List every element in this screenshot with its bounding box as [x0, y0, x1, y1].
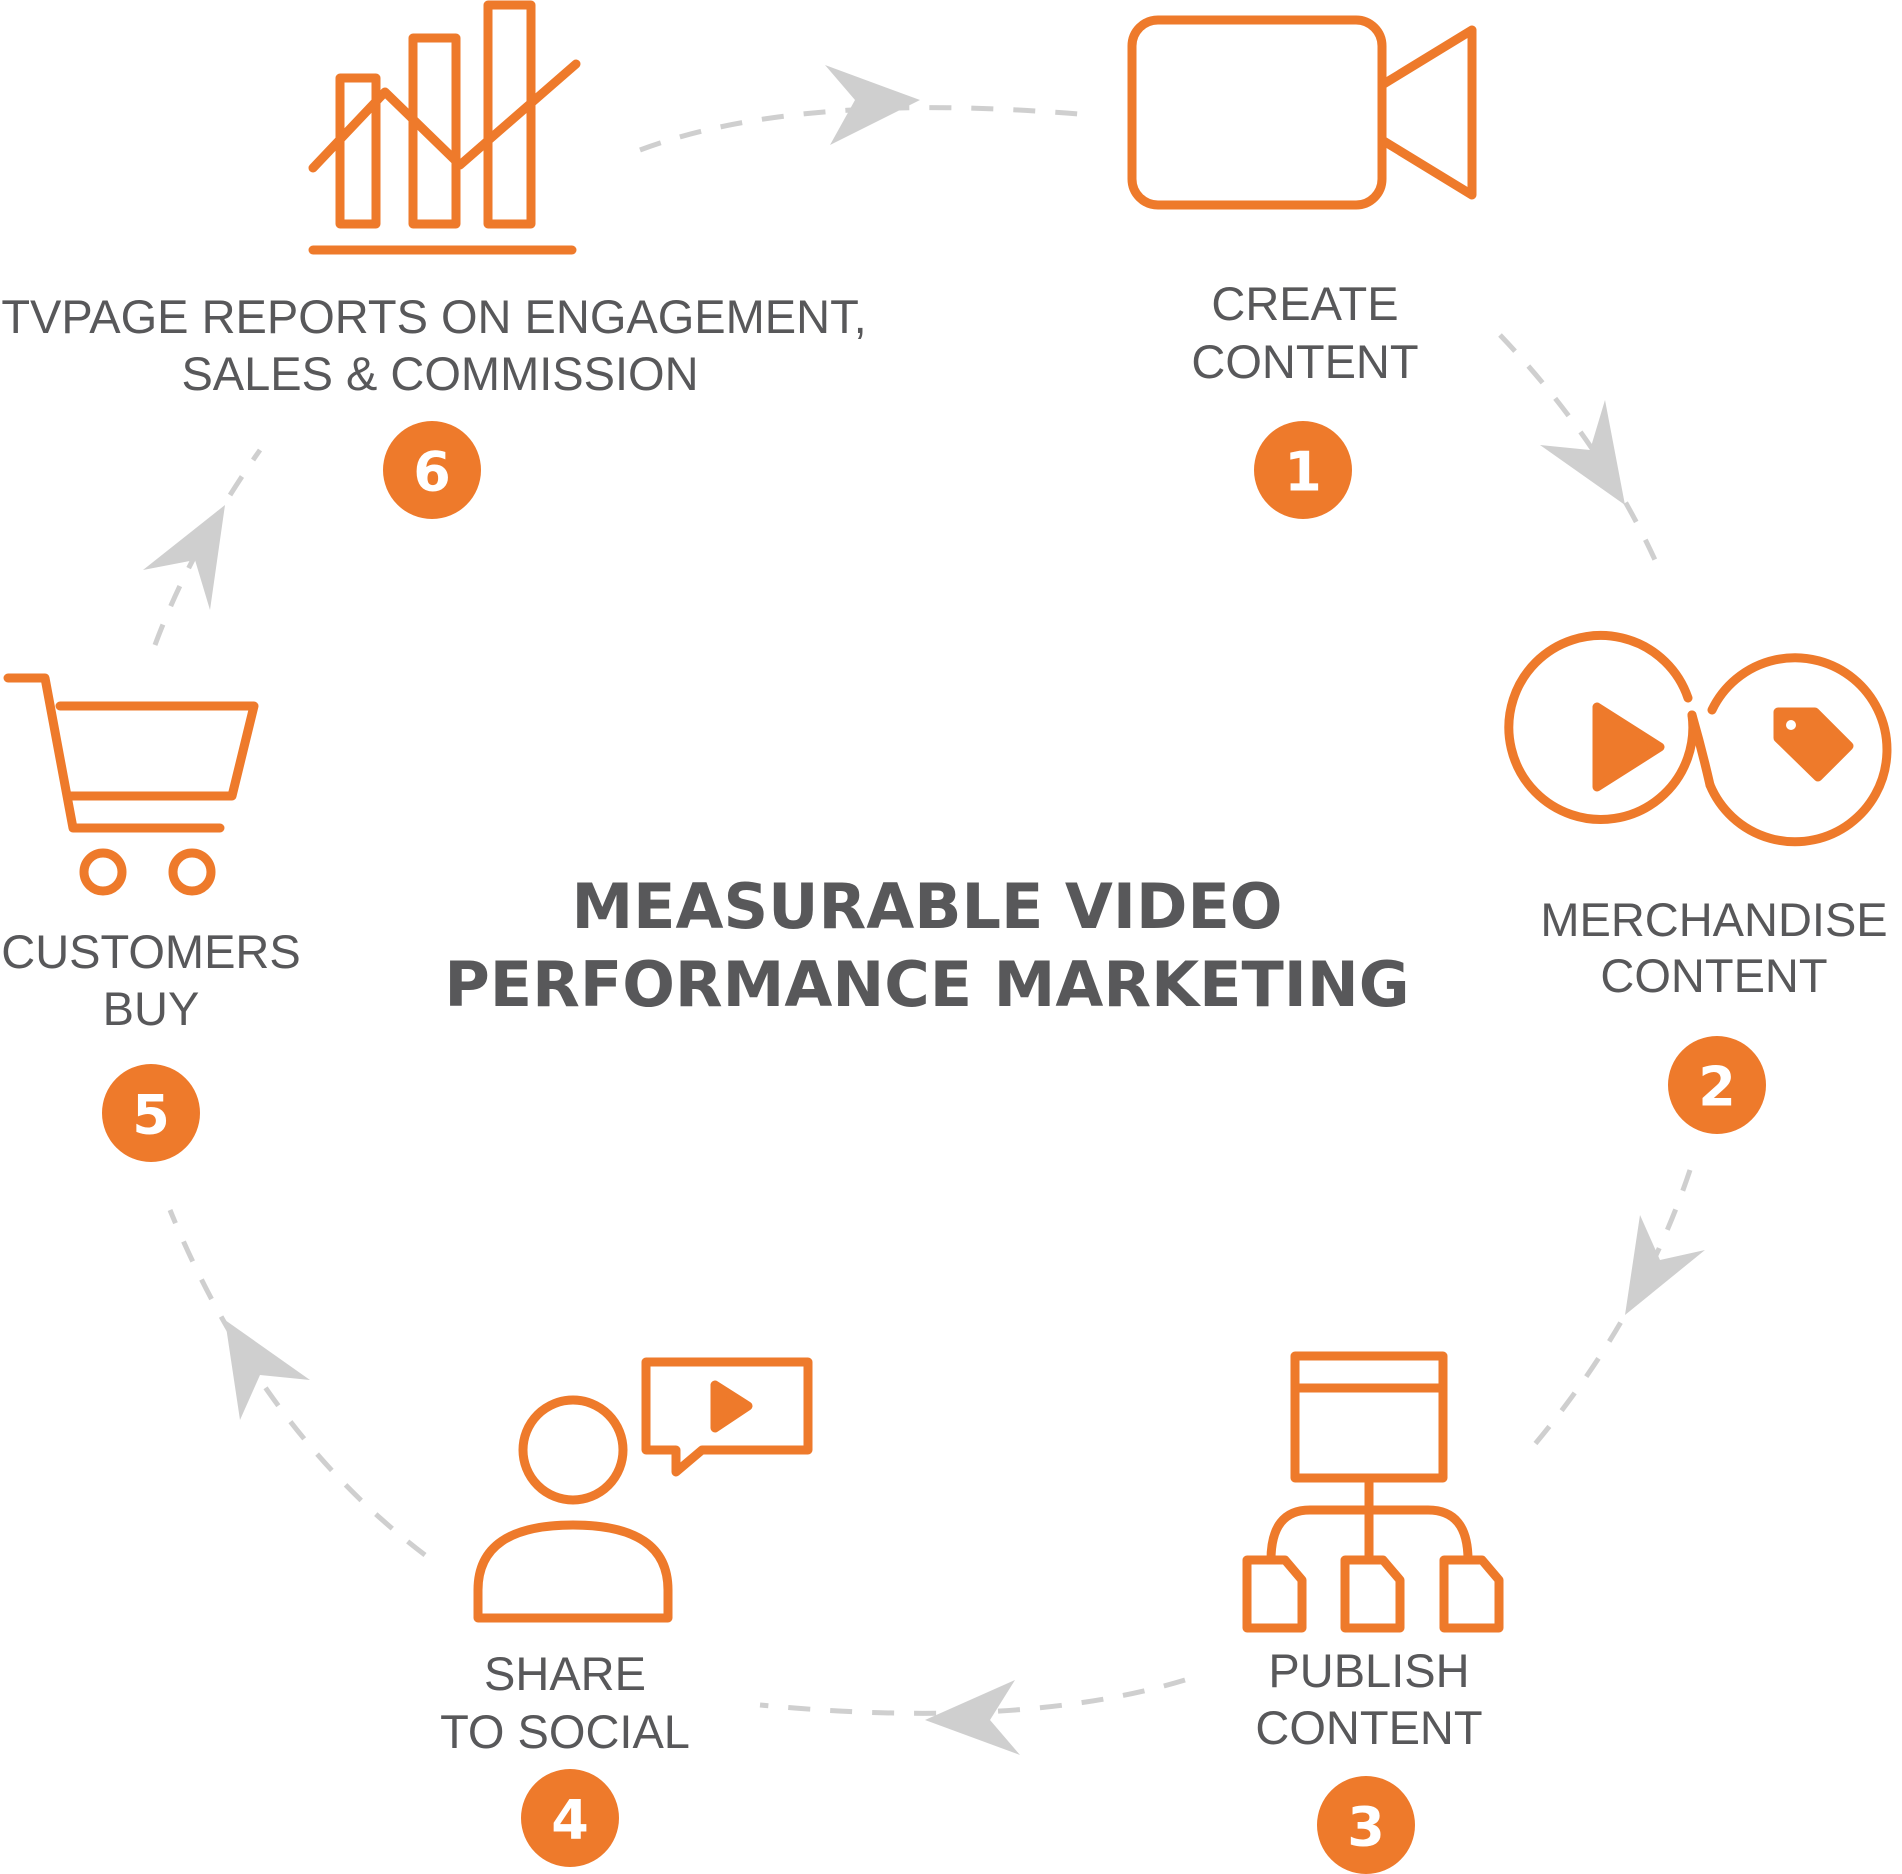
- connector-1-to-2: [1498, 333, 1658, 562]
- user-chat-icon: [473, 1357, 813, 1623]
- step-5-label-line-1: CUSTOMERS: [1, 925, 300, 978]
- bar-chart-icon: [308, 0, 581, 255]
- connector-3-to-4: [759, 1677, 1186, 1755]
- step-4-badge: [521, 1769, 619, 1867]
- step-2-number: 2: [1698, 1056, 1736, 1119]
- video-camera-icon: [1127, 15, 1477, 210]
- step-3-number: 3: [1347, 1796, 1385, 1859]
- title-line-1: MEASURABLE VIDEO: [571, 870, 1282, 943]
- step-5-number: 5: [132, 1084, 170, 1147]
- step-3-label-line-1: PUBLISH: [1268, 1644, 1469, 1697]
- step-3: PUBLISH CONTENT 3: [1255, 1644, 1483, 1874]
- step-3-label-line-2: CONTENT: [1255, 1701, 1482, 1754]
- step-1-label-line-2: CONTENT: [1191, 335, 1418, 388]
- step-5: CUSTOMERS BUY 5: [1, 925, 301, 1162]
- step-6-label-line-2: SALES & COMMISSION: [181, 347, 698, 400]
- step-5-badge: [102, 1064, 200, 1162]
- play-tag-icon: [1504, 631, 1892, 847]
- step-1-badge: [1254, 421, 1352, 519]
- step-5-label-line-2: BUY: [103, 982, 200, 1035]
- step-1-label-line-1: CREATE: [1211, 277, 1398, 330]
- sitemap-icon: [1242, 1351, 1504, 1633]
- connector-6-to-1: [639, 65, 1091, 153]
- step-6-label-line-1: TVPAGE REPORTS ON ENGAGEMENT,: [1, 290, 866, 343]
- step-3-badge: [1317, 1776, 1415, 1874]
- step-6-number: 6: [413, 441, 451, 504]
- connector-2-to-3: [1528, 1169, 1705, 1452]
- step-4-label-line-1: SHARE: [484, 1647, 646, 1700]
- step-1-number: 1: [1284, 441, 1322, 504]
- step-6-badge: [383, 421, 481, 519]
- step-2-badge: [1668, 1036, 1766, 1134]
- step-4-label-line-2: TO SOCIAL: [440, 1705, 690, 1758]
- step-4: SHARE TO SOCIAL 4: [440, 1647, 690, 1867]
- step-1: CREATE CONTENT 1: [1191, 277, 1419, 519]
- step-4-number: 4: [551, 1789, 589, 1852]
- step-2: MERCHANDISE CONTENT 2: [1540, 893, 1888, 1134]
- connector-5-to-6: [143, 448, 263, 646]
- step-6: TVPAGE REPORTS ON ENGAGEMENT, SALES & CO…: [1, 290, 867, 519]
- connector-4-to-5: [167, 1209, 427, 1557]
- step-2-label-line-1: MERCHANDISE: [1540, 893, 1887, 946]
- title-line-2: PERFORMANCE MARKETING: [444, 948, 1409, 1021]
- shopping-cart-icon: [3, 673, 259, 896]
- step-2-label-line-2: CONTENT: [1600, 949, 1827, 1002]
